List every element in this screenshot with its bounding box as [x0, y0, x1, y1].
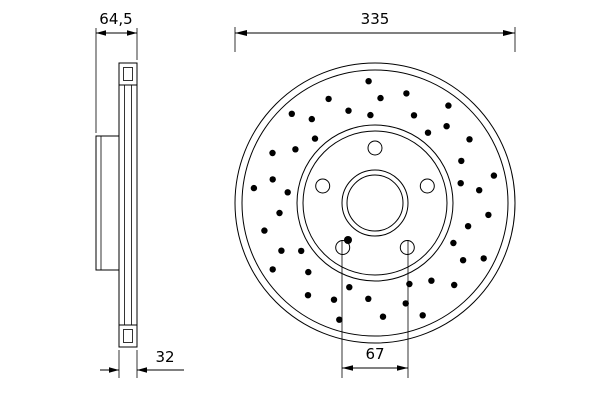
pin-hole	[344, 236, 352, 244]
drilled-hole	[406, 280, 413, 288]
drilled-hole	[458, 157, 465, 165]
bolt-hole	[315, 178, 331, 194]
drilled-hole	[336, 316, 343, 323]
arrow-left	[96, 30, 106, 36]
drilled-hole	[250, 184, 258, 192]
drilled-hole	[443, 123, 450, 130]
drilled-hole	[476, 187, 483, 194]
arrow-left	[235, 30, 247, 36]
outer-edge-circle	[241, 69, 509, 337]
drilled-hole	[451, 281, 458, 289]
dim-bore-label: 67	[365, 345, 384, 363]
drilled-hole	[424, 129, 432, 136]
dimension-bore: 67	[341, 240, 409, 378]
drilled-hole	[450, 239, 457, 247]
hat-outer-circle	[296, 124, 454, 282]
drilled-hole	[308, 115, 315, 123]
drilled-hole	[403, 90, 410, 97]
drilled-hole	[379, 313, 387, 320]
dim-side-width-label: 64,5	[99, 10, 132, 28]
drilled-hole	[284, 189, 291, 196]
dim-thickness-label: 32	[155, 348, 174, 366]
drilled-hole	[464, 223, 472, 230]
drilled-hole	[377, 94, 384, 102]
drilled-hole	[345, 107, 352, 114]
bolt-holes	[315, 140, 435, 255]
drilled-hole	[269, 149, 276, 157]
drilled-hole	[419, 312, 426, 319]
drilled-hole	[269, 266, 276, 273]
dimension-outer-diameter: 335	[234, 10, 516, 52]
drilled-hole	[459, 257, 467, 264]
drilled-hole	[457, 180, 464, 187]
drilled-hole	[365, 78, 372, 85]
bore-chamfer-circle	[341, 169, 409, 237]
drilled-holes-pattern	[250, 78, 498, 323]
drilled-hole	[305, 268, 312, 276]
arrow-right	[127, 30, 137, 36]
drilled-hole	[365, 295, 372, 302]
drilled-hole	[269, 176, 276, 183]
drilled-hole	[367, 111, 374, 119]
drilled-hole	[410, 112, 418, 119]
vent-slot-bottom	[123, 329, 133, 343]
drilled-hole	[485, 211, 492, 219]
hat-inner-circle	[302, 130, 448, 276]
outer-circle	[234, 62, 516, 344]
drilled-hole	[278, 247, 285, 254]
drilled-hole	[298, 247, 305, 255]
drilled-hole	[288, 110, 295, 118]
arrow-left	[342, 365, 353, 371]
bolt-hole	[335, 240, 351, 255]
drilled-hole	[292, 146, 299, 153]
dim-outer-diameter-label: 335	[361, 10, 390, 28]
arrow-right	[137, 367, 147, 373]
drilled-hole	[304, 292, 312, 299]
bolt-hole	[399, 240, 415, 255]
drilled-hole	[311, 135, 319, 142]
drilled-hole	[325, 95, 332, 103]
bolt-hole	[419, 178, 435, 194]
friction-ring-profile	[118, 62, 138, 348]
drilled-hole	[330, 296, 338, 303]
front-view	[234, 62, 516, 344]
drilled-hole	[402, 300, 409, 307]
arrow-left	[109, 367, 119, 373]
vent-slot-top	[123, 67, 133, 81]
hat-profile	[95, 135, 120, 271]
drilled-hole	[490, 172, 498, 179]
side-view	[95, 62, 138, 348]
drilled-hole	[480, 255, 487, 262]
bolt-hole	[367, 140, 383, 156]
arrow-right	[397, 365, 408, 371]
drilled-hole	[428, 277, 435, 284]
drilled-hole	[261, 227, 268, 234]
dimension-thickness: 32	[100, 348, 184, 378]
arrow-right	[503, 30, 515, 36]
drilled-hole	[445, 102, 452, 109]
dimension-side-width: 64,5	[95, 10, 138, 133]
drilled-hole	[346, 284, 353, 291]
bore-circle	[346, 174, 404, 232]
drilled-hole	[466, 136, 473, 143]
drilled-hole	[276, 209, 283, 217]
